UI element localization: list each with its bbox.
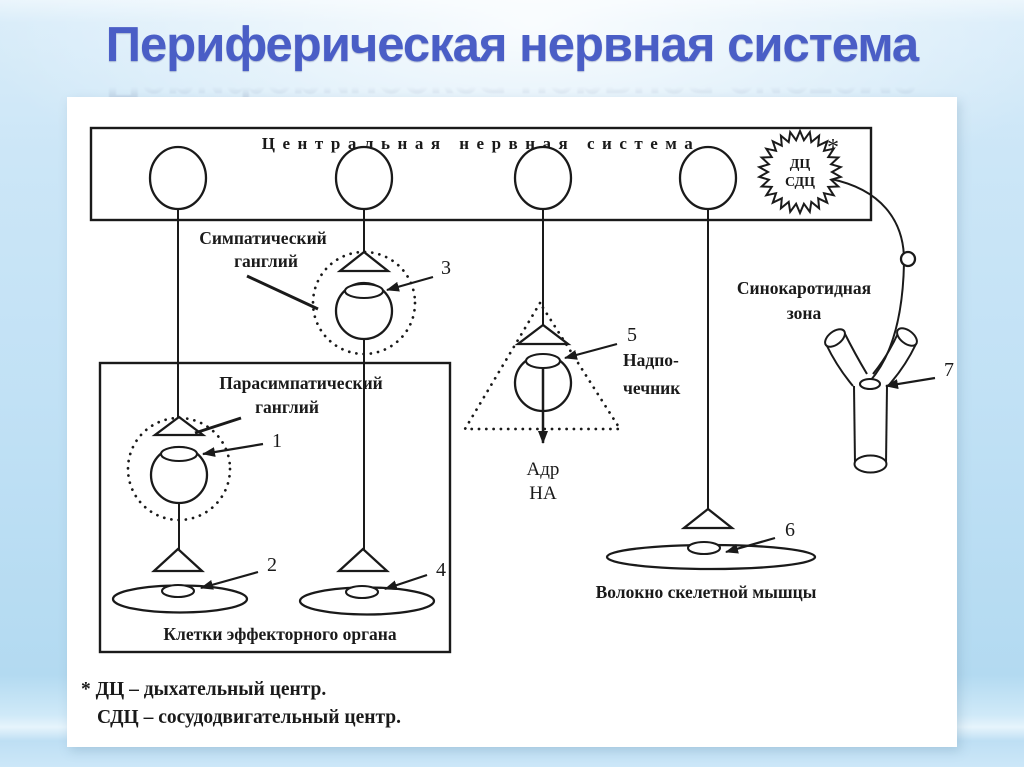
arrow-6 <box>725 536 776 554</box>
sinocarotid-receptor <box>858 377 882 391</box>
sympathetic-synapse-triangle <box>336 250 392 273</box>
vital-centers-starburst-icon <box>756 128 844 216</box>
carotid-trunk-right <box>885 385 888 465</box>
carotid-right-branch-outer <box>887 343 917 387</box>
neuromuscular-bouton <box>686 540 722 556</box>
parasympathetic-label-1: Парасимпатический <box>219 373 383 393</box>
sympathetic-leader-line <box>246 274 319 311</box>
arrow-2 <box>200 570 259 590</box>
vital-center-sdc: СДЦ <box>785 175 815 190</box>
number-6: 6 <box>785 519 795 541</box>
effector-bouton-2 <box>344 584 380 600</box>
adrenal-synapse-triangle <box>514 323 572 346</box>
number-7: 7 <box>944 359 954 381</box>
carotid-trunk-opening <box>853 454 888 474</box>
arrow-4 <box>384 573 428 591</box>
carotid-vessel <box>824 327 918 474</box>
asterisk-mark: * <box>827 135 839 161</box>
muscle-fiber-label: Волокно скелетной мышцы <box>596 582 817 602</box>
parasympathetic-leader-line <box>194 416 242 435</box>
arrow-7 <box>885 376 936 390</box>
number-5: 5 <box>627 324 637 346</box>
parasympathetic-synapse-bouton <box>159 445 199 463</box>
number-4: 4 <box>436 559 446 581</box>
effector-cells-label: Клетки эффекторного органа <box>163 624 397 644</box>
footnote-line-1: * ДЦ – дыхательный центр. <box>81 679 326 700</box>
sympathetic-label-1: Симпатический <box>199 228 327 248</box>
noradrenaline-label: НА <box>529 483 557 504</box>
diagram-panel: Центральная нервная система ДЦ СДЦ * Сим… <box>67 97 957 747</box>
carotid-right-branch-inner <box>872 330 900 375</box>
sympathetic-synapse-bouton <box>343 282 385 300</box>
adrenal-label-2: чечник <box>623 378 681 398</box>
page-title: Периферическая нервная система <box>105 18 919 72</box>
carotid-left-branch-outer <box>825 343 854 387</box>
arrow-3 <box>386 275 434 292</box>
sinocarotid-label-1: Синокаротидная <box>737 278 871 298</box>
sinocarotid-label-2: зона <box>787 303 822 323</box>
cns-neuron-3 <box>513 145 573 211</box>
vital-center-dc: ДЦ <box>790 157 811 172</box>
effector-organ-box <box>98 361 452 654</box>
carotid-left-opening <box>824 328 846 348</box>
cns-neuron-2 <box>334 145 394 211</box>
cns-neuron-4 <box>678 145 738 211</box>
arrow-1 <box>202 442 264 457</box>
sympathetic-label-2: ганглий <box>234 251 298 271</box>
carotid-left-branch-inner <box>843 331 868 375</box>
nervous-system-diagram: Центральная нервная система ДЦ СДЦ * Сим… <box>81 126 954 728</box>
footnote-line-2: СДЦ – сосудодвигательный центр. <box>97 707 401 728</box>
number-3: 3 <box>441 257 451 279</box>
effector-synapse-triangle-1 <box>151 547 205 573</box>
arrow-5 <box>564 342 618 360</box>
slide-header: Периферическая нервная система Периферич… <box>0 18 1024 111</box>
effector-synapse-triangle-2 <box>336 547 390 573</box>
neuromuscular-synapse-triangle <box>680 507 736 530</box>
effector-bouton-1 <box>160 583 196 599</box>
carotid-right-opening <box>896 327 918 347</box>
carotid-trunk-left <box>853 385 856 465</box>
adrenaline-label: Адр <box>527 459 560 480</box>
cns-box <box>89 126 873 222</box>
adrenal-label-1: Надпо- <box>623 350 679 370</box>
number-1: 1 <box>272 430 282 452</box>
parasympathetic-label-2: ганглий <box>255 397 319 417</box>
nerve-knob <box>899 250 917 268</box>
number-2: 2 <box>267 554 277 576</box>
adrenal-dotted-outline <box>463 301 622 431</box>
cns-neuron-1 <box>148 145 208 211</box>
adrenal-synapse-bouton <box>524 352 562 370</box>
cns-label: Центральная нервная система <box>262 134 700 153</box>
parasympathetic-synapse-triangle <box>151 415 207 437</box>
